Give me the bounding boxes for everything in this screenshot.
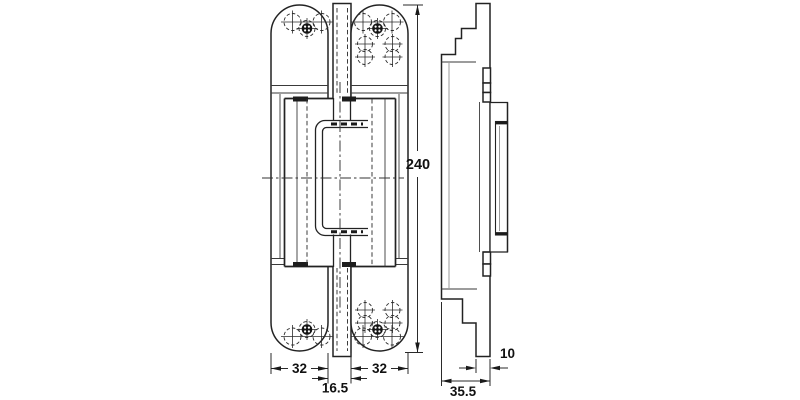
fixing-screws: [296, 18, 388, 340]
dimension-leaf-widths: 32 32 16.5: [270, 353, 409, 396]
mount-tab: [342, 96, 356, 102]
mount-tab: [342, 262, 356, 267]
hidden-lines: [306, 8, 373, 351]
dimension-height: 240: [403, 4, 430, 353]
dim-left-leaf-width-label: 32: [292, 361, 307, 376]
side-profile-outline: [440, 2, 491, 358]
hinge-body-inner-lines: [296, 98, 386, 267]
screw-head-icon: [301, 23, 383, 335]
dim-depth-label: 35.5: [450, 384, 477, 399]
dim-right-leaf-width-label: 32: [372, 361, 387, 376]
dim-arm-thickness-label: 10: [500, 346, 515, 361]
dim-height-label: 240: [406, 157, 430, 173]
side-plate-inner-lines: [441, 61, 477, 290]
pivot-arm-through-body: [332, 98, 352, 267]
door-plate: [483, 101, 509, 253]
screw-holes-dashed: [281, 10, 404, 348]
mount-tab: [293, 262, 308, 267]
hinge-body-outline: [283, 97, 397, 268]
front-view: 32 32 16.5 240: [262, 2, 430, 396]
dim-center-gap-label: 16.5: [322, 381, 349, 396]
side-view: 10 35.5: [440, 2, 515, 399]
dimension-depth: 35.5: [441, 302, 490, 399]
mount-tab: [293, 96, 308, 102]
dimension-arm-thickness: 10: [459, 346, 515, 386]
